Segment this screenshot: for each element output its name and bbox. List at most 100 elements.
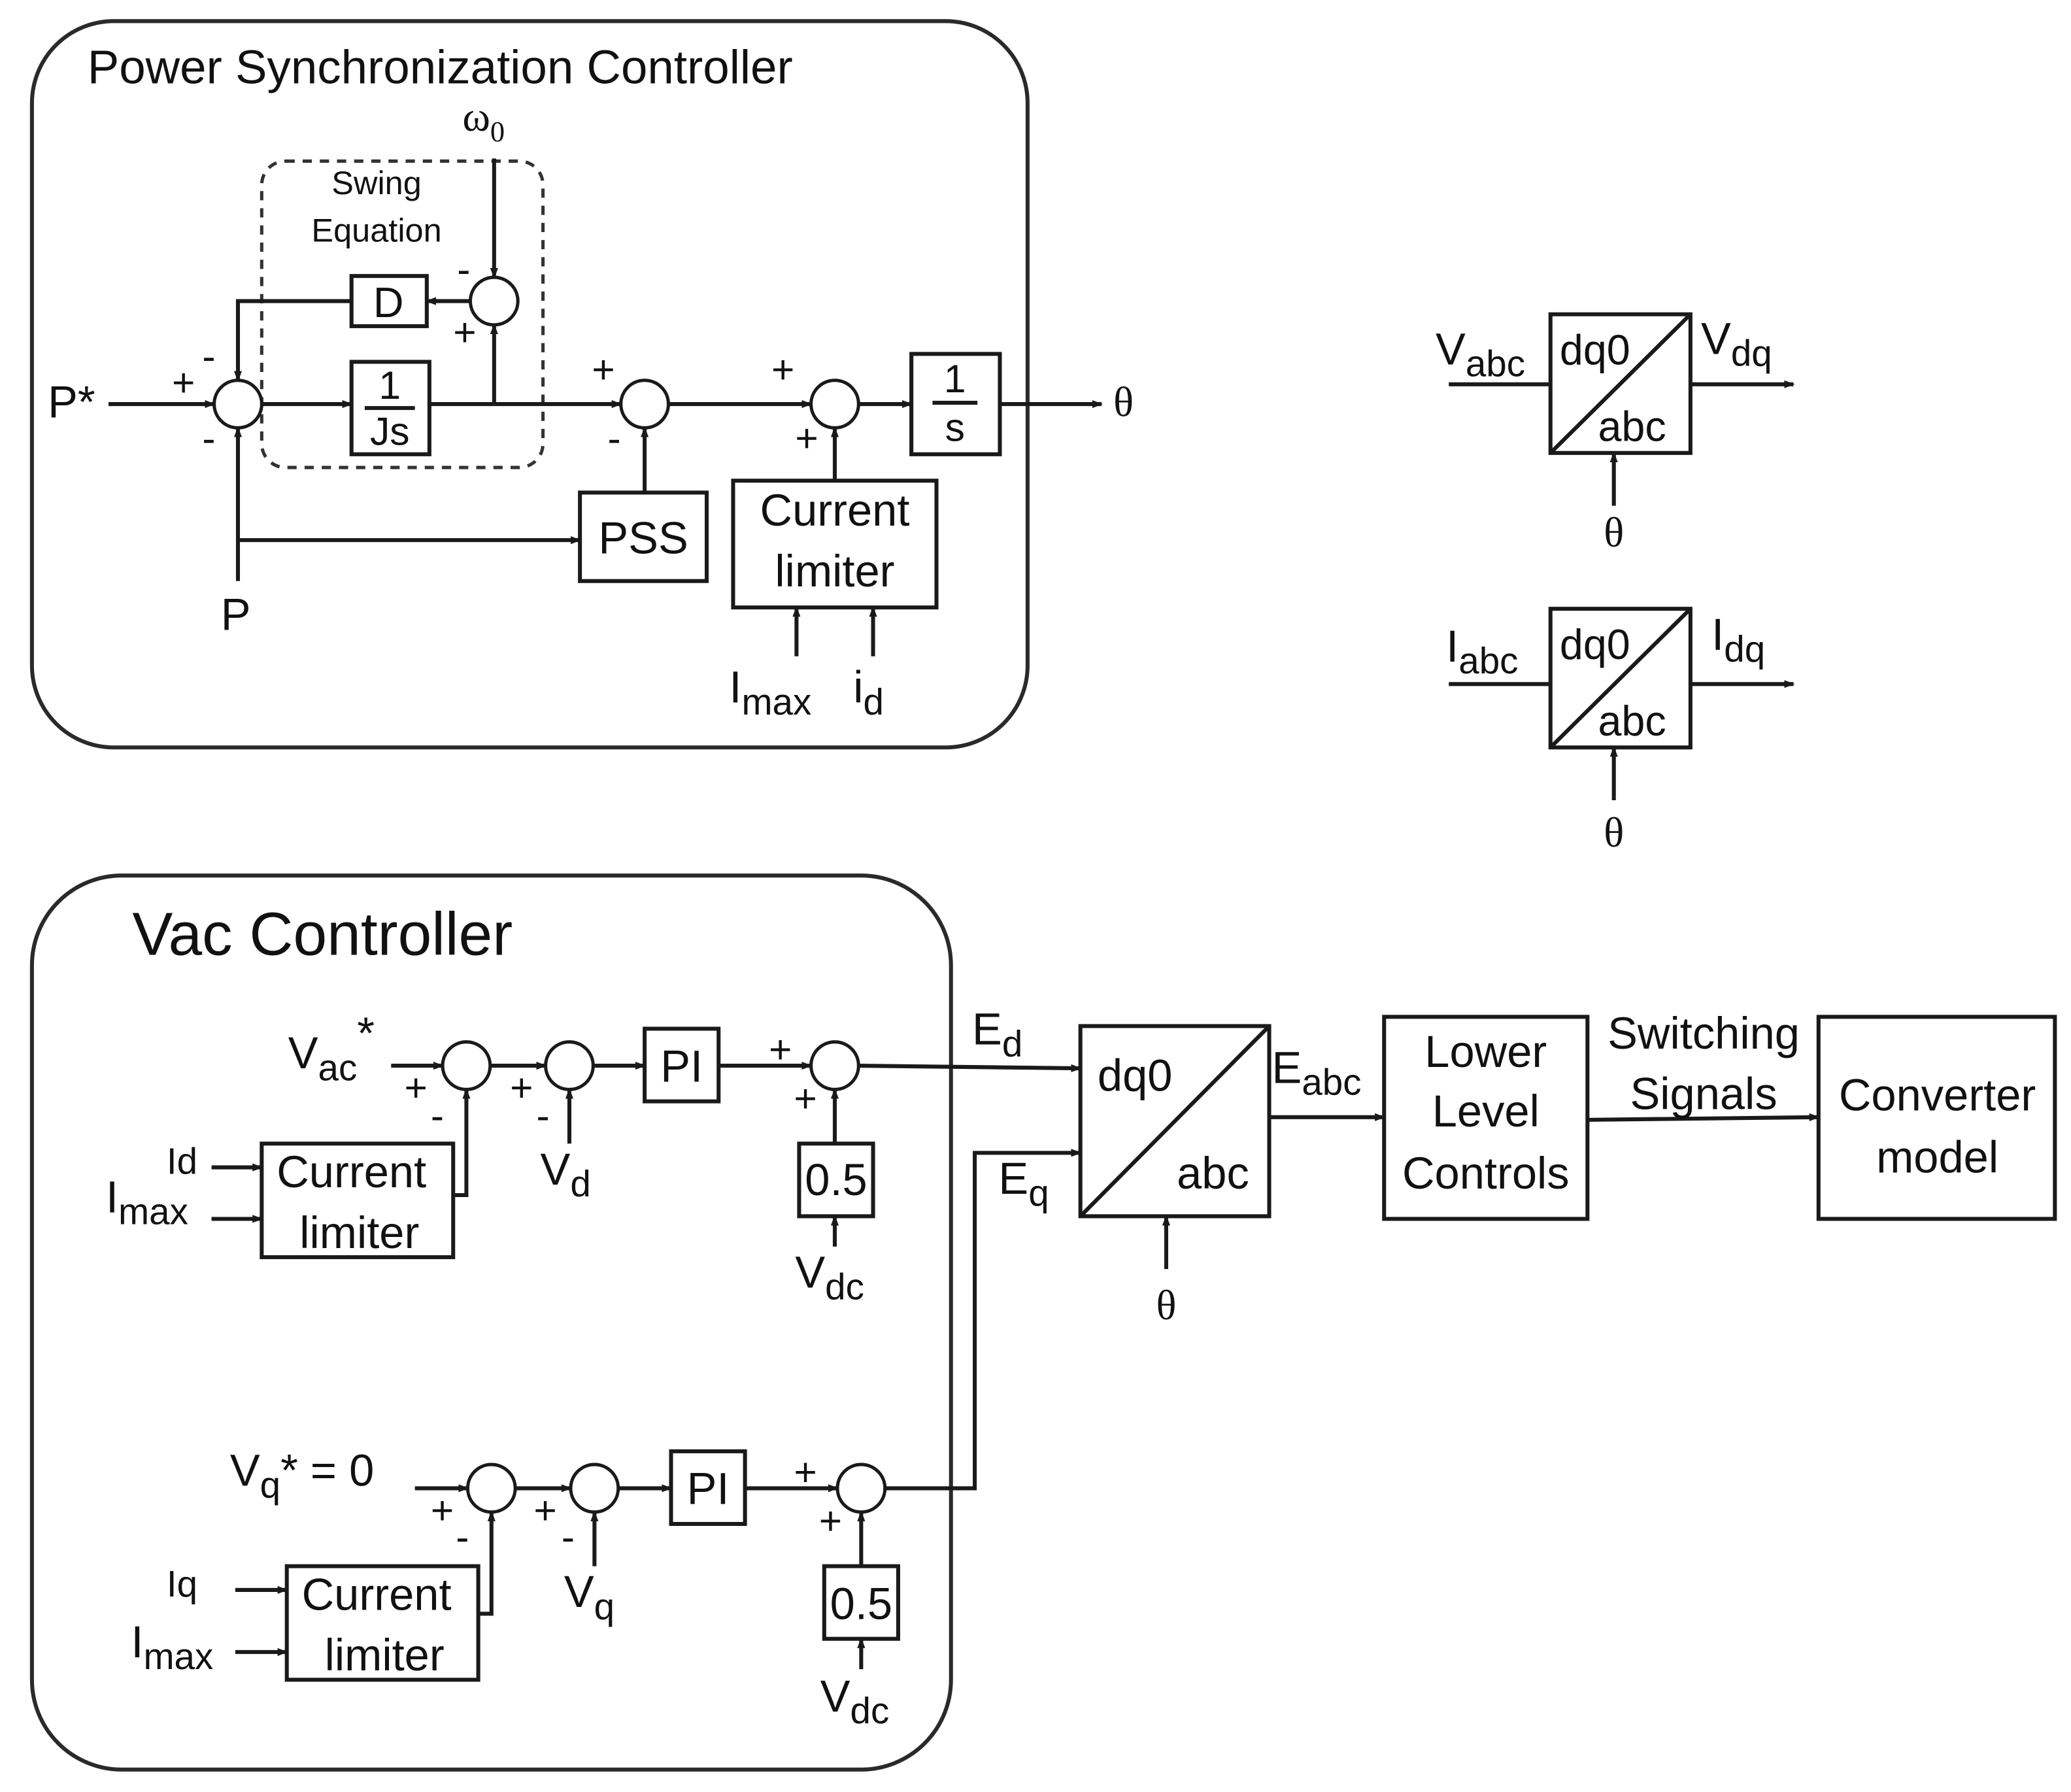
vac-title: Vac Controller bbox=[132, 900, 513, 968]
p-label: P bbox=[221, 589, 251, 639]
inverse-park-abc: abc bbox=[1177, 1148, 1249, 1198]
wire-ed-out bbox=[858, 1064, 1082, 1072]
voltage-transform-diagonal bbox=[1549, 313, 1692, 454]
sign-q2-minus: - bbox=[562, 1514, 575, 1559]
vac-d-pi-label: PI bbox=[660, 1041, 703, 1091]
sign-d1-plus: + bbox=[404, 1066, 427, 1110]
vac-d-sum-3 bbox=[809, 1040, 860, 1091]
converter-model-block bbox=[1816, 1015, 2057, 1221]
swing-equation-label-2: Equation bbox=[311, 212, 441, 249]
switching-label-1: Switching bbox=[1608, 1008, 1800, 1058]
psc-sum-omega bbox=[468, 275, 520, 327]
converter-label-2: model bbox=[1876, 1132, 1998, 1183]
converter-label-1: Converter bbox=[1839, 1070, 2036, 1121]
vac-q-sum-2 bbox=[569, 1462, 620, 1514]
vac-group-border bbox=[29, 873, 953, 1772]
psc-group-border bbox=[29, 19, 1030, 750]
wire-d-limiter-to-sum1 bbox=[453, 1088, 471, 1198]
vabc-label: Vabc bbox=[1436, 324, 1525, 384]
current-transform-diagonal bbox=[1549, 607, 1692, 749]
idq-label: Idq bbox=[1711, 609, 1765, 669]
sign-d1-minus: - bbox=[431, 1093, 444, 1138]
sign-main-minus-top: - bbox=[202, 334, 215, 379]
imax-d-label: Imax bbox=[106, 1172, 188, 1232]
voltage-transform-dq0: dq0 bbox=[1560, 326, 1630, 373]
swing-equation-region bbox=[260, 159, 545, 469]
id-lower-label: id bbox=[853, 662, 884, 722]
voltage-transform-theta: θ bbox=[1604, 509, 1624, 556]
sign-omega-minus: - bbox=[457, 246, 470, 291]
psc-current-limiter-block bbox=[731, 479, 939, 610]
vac-d-pi-block bbox=[643, 1026, 721, 1104]
current-transform-theta: θ bbox=[1604, 809, 1624, 856]
sign-q3-plus-top: + bbox=[794, 1449, 817, 1494]
integrator-block-den: s bbox=[945, 405, 965, 450]
iabc-label: Iabc bbox=[1446, 621, 1518, 681]
sign-q1-plus: + bbox=[431, 1488, 454, 1532]
vac-q-gain-label: 0.5 bbox=[830, 1578, 892, 1629]
lower-level-label-2: Level bbox=[1432, 1086, 1540, 1136]
lower-level-label-3: Controls bbox=[1402, 1148, 1570, 1198]
inverse-park-dq0: dq0 bbox=[1098, 1050, 1173, 1100]
voltage-dq0-transform: dq0 abc Vabc Vdq θ bbox=[1436, 312, 1795, 556]
current-transform-dq0: dq0 bbox=[1560, 620, 1630, 668]
sign-q3-plus-bottom: + bbox=[819, 1498, 842, 1543]
sign-main-minus-bottom: - bbox=[202, 416, 215, 460]
vac-q-gain-block bbox=[822, 1564, 900, 1641]
switching-label-2: Signals bbox=[1630, 1069, 1777, 1119]
vdq-label: Vdq bbox=[1701, 313, 1772, 373]
vdc-d-label: Vdc bbox=[795, 1247, 864, 1307]
sign-q1-minus: - bbox=[456, 1514, 469, 1559]
inertia-block-num: 1 bbox=[379, 363, 401, 407]
output-chain: Ed Eq dq0 abc θ Eabc Lower Level Control… bbox=[972, 1004, 2057, 1328]
sign-d2-plus: + bbox=[510, 1066, 533, 1110]
psc-current-limiter-label-2: limiter bbox=[775, 546, 894, 596]
vac-q-current-limiter-label-1: Current bbox=[302, 1569, 452, 1619]
inverse-park-theta: θ bbox=[1156, 1281, 1176, 1328]
sign-main-plus: + bbox=[172, 360, 195, 405]
pss-block-label: PSS bbox=[598, 513, 688, 563]
inverse-park-diagonal bbox=[1079, 1024, 1271, 1218]
eabc-label: Eabc bbox=[1272, 1042, 1362, 1102]
vq-label: Vq bbox=[564, 1566, 615, 1627]
vd-label: Vd bbox=[541, 1144, 591, 1204]
vac-q-current-limiter-block bbox=[284, 1564, 480, 1682]
psc-sum-pss bbox=[619, 379, 670, 430]
power-sync-controller: Power Synchronization Controller Swing E… bbox=[29, 19, 1134, 750]
pstar-label: P* bbox=[48, 377, 95, 427]
vac-d-current-limiter-label-1: Current bbox=[277, 1147, 426, 1197]
vac-q-sum-3 bbox=[835, 1462, 887, 1514]
wire-eq-out bbox=[884, 1149, 1082, 1491]
wire-switching-signals bbox=[1587, 1113, 1820, 1122]
sign-limiter-plus-bottom: + bbox=[795, 416, 818, 460]
sign-d3-plus-bottom: + bbox=[794, 1076, 817, 1121]
vac-d-sum-2 bbox=[544, 1040, 595, 1091]
vq-ref-label: Vq* = 0 bbox=[230, 1445, 374, 1505]
integrator-block-num: 1 bbox=[944, 356, 966, 401]
lower-level-label-1: Lower bbox=[1424, 1026, 1547, 1077]
vdc-q-label: Vdc bbox=[820, 1671, 890, 1731]
vac-q-current-limiter-label-2: limiter bbox=[325, 1630, 445, 1680]
swing-equation-label-1: Swing bbox=[331, 164, 422, 201]
omega0-label: ω0 bbox=[462, 93, 505, 148]
psc-sum-main bbox=[212, 379, 263, 430]
vac-d-sum-1 bbox=[441, 1040, 492, 1091]
ed-label: Ed bbox=[972, 1004, 1022, 1064]
psc-theta-output-label: θ bbox=[1113, 378, 1134, 425]
eq-label: Eq bbox=[998, 1153, 1049, 1213]
current-dq0-transform: dq0 abc Iabc Idq θ bbox=[1446, 607, 1795, 856]
sign-d2-minus: - bbox=[536, 1093, 549, 1138]
vac-d-current-limiter-label-2: limiter bbox=[299, 1208, 419, 1258]
wire-q-limiter-to-sum1 bbox=[478, 1510, 496, 1616]
id-input-label: Id bbox=[167, 1141, 197, 1182]
sign-pss-plus: + bbox=[592, 347, 615, 392]
vac-controller: Vac Controller PI 0.5 Current limiter Va… bbox=[29, 873, 1082, 1772]
psc-title: Power Synchronization Controller bbox=[88, 41, 793, 93]
sign-omega-plus: + bbox=[453, 310, 476, 354]
sign-d3-plus-top: + bbox=[769, 1027, 792, 1072]
voltage-transform-abc: abc bbox=[1598, 403, 1666, 450]
vac-d-current-limiter-block bbox=[260, 1141, 456, 1259]
sign-pss-minus: - bbox=[608, 416, 621, 460]
imax-label: Imax bbox=[729, 662, 811, 722]
